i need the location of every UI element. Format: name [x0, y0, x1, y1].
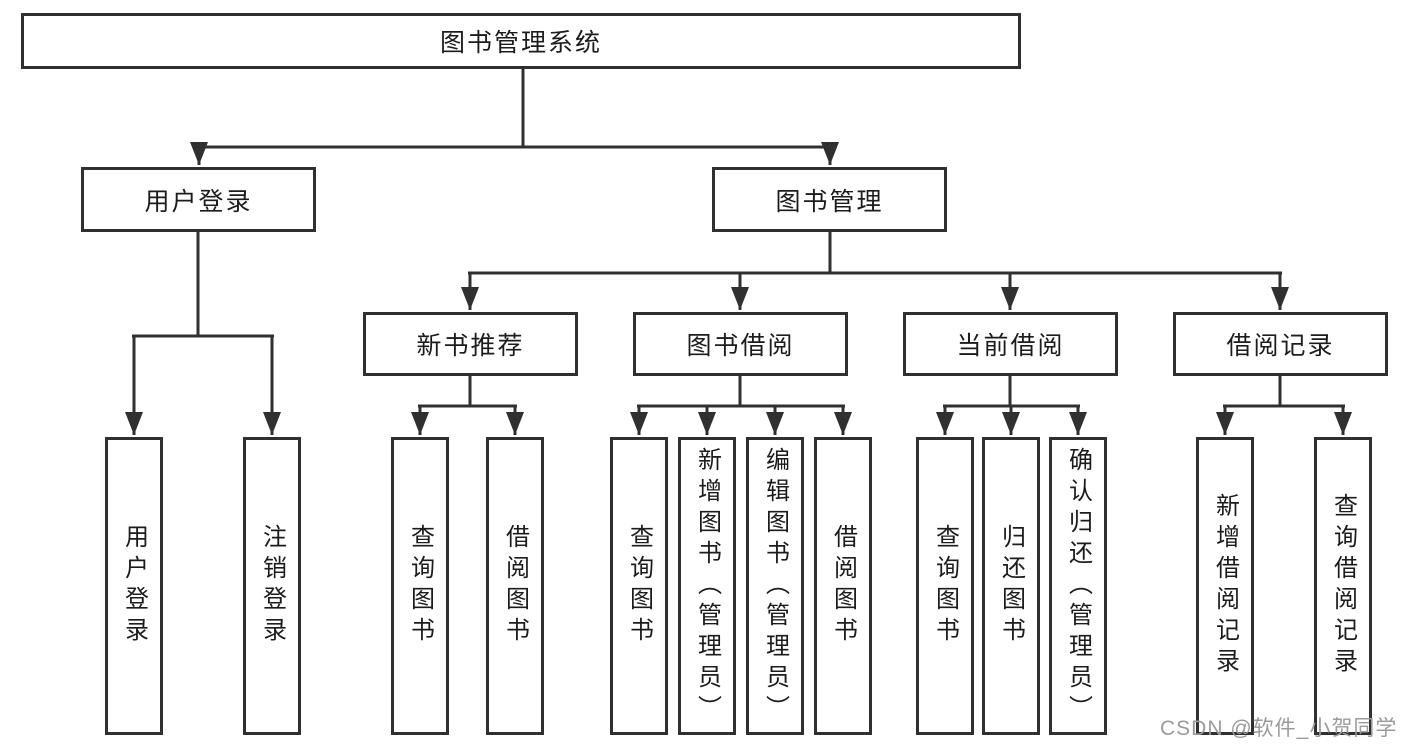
node-new-book-recommend: 新书推荐: [363, 312, 578, 376]
node-label: 新书推荐: [416, 332, 525, 360]
node-label: 新增借阅记录: [1211, 493, 1239, 679]
leaf-borrow-books-borrow: 借阅图书: [814, 437, 872, 735]
node-label: 归还图书: [997, 524, 1025, 648]
leaf-query-books-current: 查询图书: [916, 437, 974, 735]
node-label: 新增图书（管理员）: [693, 446, 721, 726]
leaf-query-books-borrow: 查询图书: [610, 437, 668, 735]
node-label: 查询图书: [406, 524, 434, 648]
node-label: 查询借阅记录: [1329, 493, 1357, 679]
leaf-user-login: 用户登录: [105, 437, 163, 735]
node-label: 确认归还（管理员）: [1064, 446, 1092, 726]
node-library-management-system: 图书管理系统: [21, 13, 1021, 69]
node-label: 借阅记录: [1226, 332, 1335, 360]
node-label: 当前借阅: [956, 332, 1065, 360]
node-book-management: 图书管理: [712, 167, 947, 232]
node-borrow-records: 借阅记录: [1173, 312, 1388, 376]
leaf-borrow-books-recommend: 借阅图书: [486, 437, 544, 735]
leaf-query-borrow-record: 查询借阅记录: [1314, 437, 1372, 735]
leaf-add-borrow-record: 新增借阅记录: [1196, 437, 1254, 735]
node-label: 借阅图书: [829, 524, 857, 648]
leaf-confirm-return-admin: 确认归还（管理员）: [1049, 437, 1107, 735]
node-label: 用户登录: [144, 187, 253, 216]
node-label: 用户登录: [120, 524, 148, 648]
node-user-login: 用户登录: [81, 167, 316, 232]
csdn-watermark: CSDN @软件_小贺同学: [1160, 717, 1398, 740]
leaf-return-books: 归还图书: [982, 437, 1040, 735]
node-label: 查询图书: [931, 524, 959, 648]
leaf-query-books-recommend: 查询图书: [391, 437, 449, 735]
node-label: 图书借阅: [686, 332, 795, 360]
node-label: 编辑图书（管理员）: [761, 446, 789, 726]
node-label: 借阅图书: [501, 524, 529, 648]
node-label: 注销登录: [258, 524, 286, 648]
node-label: 查询图书: [625, 524, 653, 648]
node-book-borrow: 图书借阅: [633, 312, 848, 376]
leaf-add-book-admin: 新增图书（管理员）: [678, 437, 736, 735]
leaf-logout: 注销登录: [243, 437, 301, 735]
leaf-edit-book-admin: 编辑图书（管理员）: [746, 437, 804, 735]
node-current-borrow: 当前借阅: [903, 312, 1118, 376]
node-label: 图书管理: [775, 187, 884, 216]
node-label: 图书管理系统: [439, 29, 602, 57]
